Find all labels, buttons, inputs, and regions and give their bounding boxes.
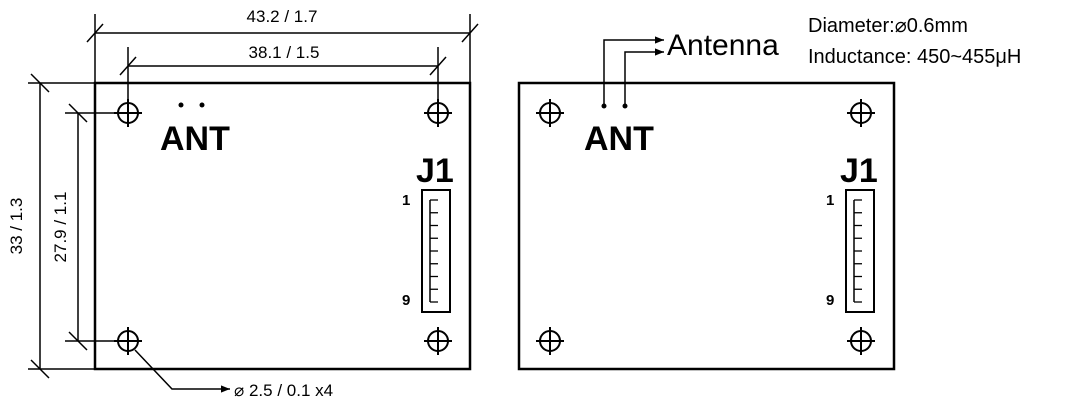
mounting-hole-icon	[847, 327, 875, 355]
antenna-pad-icon	[622, 103, 628, 109]
mounting-hole-icon	[114, 327, 142, 355]
dimension-overall-height	[28, 73, 95, 379]
hole-spacing-width-label: 38.1 / 1.5	[249, 43, 320, 62]
hole-callout-leader	[134, 349, 230, 393]
connector-label: J1	[840, 152, 878, 190]
dimension-overall-width	[86, 14, 479, 83]
overall-width-label: 43.2 / 1.7	[247, 7, 318, 26]
antenna-callout-label: Antenna	[667, 29, 779, 62]
dimension-hole-spacing-width	[119, 47, 447, 100]
antenna-pad-icon	[199, 102, 205, 108]
mounting-hole-icon	[536, 99, 564, 127]
antenna-pad-icon	[601, 103, 607, 109]
connector-pin-ticks	[430, 199, 438, 303]
overall-height-label: 33 / 1.3	[7, 198, 26, 255]
connector-label: J1	[416, 152, 454, 190]
antenna-pad-icon	[178, 102, 184, 108]
antenna-label: ANT	[584, 120, 654, 158]
mounting-hole-icon	[847, 99, 875, 127]
left-board-outline	[93, 81, 472, 371]
pin-number-last: 9	[826, 292, 834, 309]
antenna-wire-1	[603, 36, 664, 104]
right-board-outline	[517, 81, 896, 371]
mounting-hole-icon	[536, 327, 564, 355]
connector-j1	[845, 189, 875, 313]
left-board: ANT J1 1 9	[93, 81, 472, 371]
pin-number-first: 1	[826, 192, 834, 209]
antenna-wire-2	[624, 48, 664, 104]
connector-pin-ticks	[854, 199, 862, 303]
antenna-label: ANT	[160, 120, 230, 158]
mounting-hole-icon	[424, 327, 452, 355]
pin-number-last: 9	[402, 292, 410, 309]
mounting-hole-icon	[424, 99, 452, 127]
dimension-hole-spacing-height	[65, 103, 114, 351]
antenna-diameter-label: Diameter:⌀0.6mm	[808, 15, 968, 37]
antenna-inductance-label: Inductance: 450~455μH	[808, 46, 1021, 68]
connector-j1	[421, 189, 451, 313]
right-board: ANT J1 1 9	[517, 36, 896, 371]
hole-spacing-height-label: 27.9 / 1.1	[51, 192, 70, 263]
pin-number-first: 1	[402, 192, 410, 209]
hole-callout-label: ⌀ 2.5 / 0.1 x4	[234, 381, 333, 400]
mounting-hole-icon	[114, 99, 142, 127]
